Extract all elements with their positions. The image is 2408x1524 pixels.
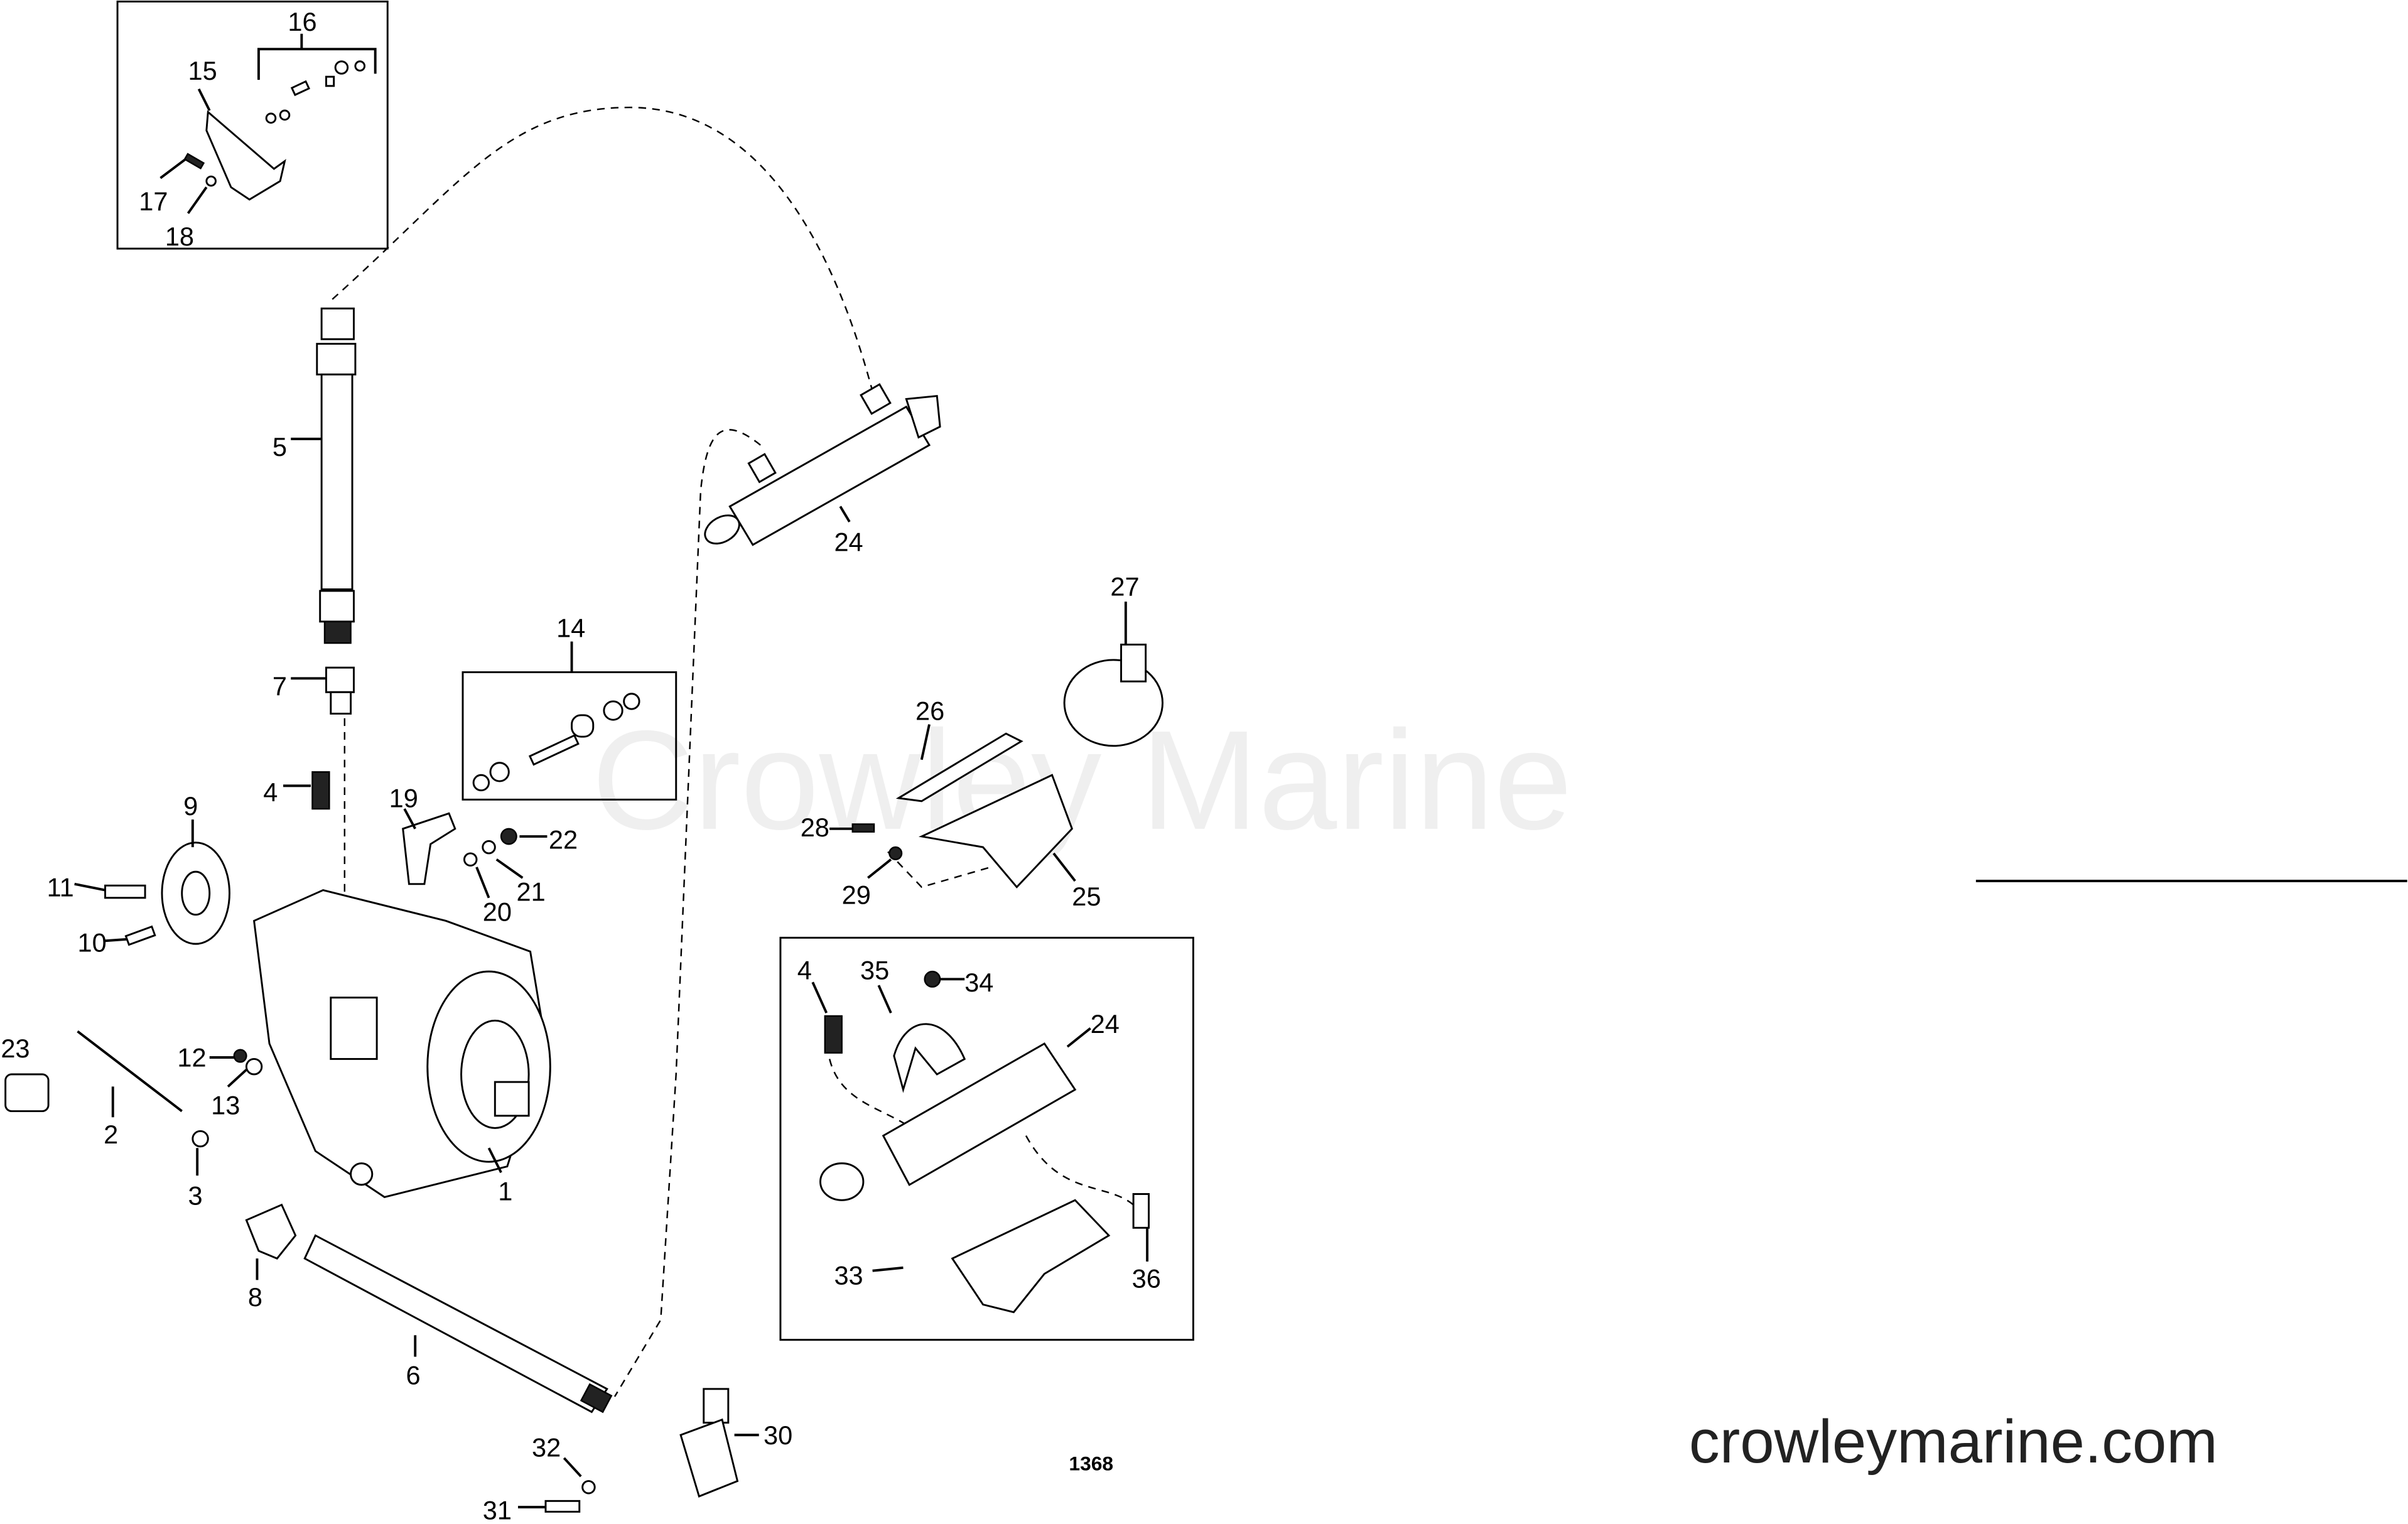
callout-2: 2 — [104, 1120, 118, 1149]
callout-36: 36 — [1132, 1264, 1161, 1294]
washer-3-icon — [192, 1130, 209, 1148]
hose-route-upper — [332, 106, 873, 392]
callout-15: 15 — [188, 56, 217, 85]
callout-9: 9 — [183, 791, 198, 821]
callout-6: 6 — [406, 1361, 421, 1390]
callout-26: 26 — [915, 696, 944, 725]
callout-24: 24 — [834, 527, 863, 556]
transmission-1-icon — [253, 889, 551, 1198]
drawing-number: 1368 — [1069, 1452, 1113, 1474]
kit-14-icon — [472, 693, 640, 792]
cover-26-icon — [895, 732, 1023, 803]
callout-8: 8 — [248, 1282, 262, 1312]
fitting-7-icon — [325, 666, 355, 715]
callout-29: 29 — [842, 880, 871, 910]
hose-route-lower — [613, 429, 761, 1397]
bolt-11-icon — [104, 884, 146, 899]
washer-12-13-icon — [233, 1049, 263, 1076]
detail-box-kit-14 — [462, 671, 678, 801]
cooler-24-icon — [704, 383, 941, 546]
leader-lines — [74, 33, 1149, 1509]
callout-35: 35 — [860, 955, 889, 985]
hose-5-icon — [316, 307, 357, 644]
callout-21: 21 — [517, 877, 546, 907]
callout-12: 12 — [177, 1043, 206, 1073]
bolt-31-32-icon — [544, 1480, 596, 1513]
callout-20: 20 — [483, 897, 512, 926]
bracket-19-icon — [402, 812, 456, 885]
route-clamp — [887, 851, 991, 889]
bracket-25-icon — [918, 774, 1073, 889]
callout-32: 32 — [532, 1432, 561, 1462]
callout-17: 17 — [139, 186, 168, 216]
bolt-2-icon — [77, 1030, 183, 1113]
bracket-15-icon — [183, 60, 366, 201]
elbow-8-icon — [245, 1203, 297, 1260]
route-sensor-36 — [1025, 1135, 1134, 1206]
clamp-27-icon — [1063, 644, 1164, 747]
bolt-10-icon — [124, 925, 156, 946]
detail-box-cooler-assembly — [779, 936, 1194, 1341]
callout-11: 11 — [47, 872, 74, 902]
callout-22: 22 — [549, 825, 578, 855]
callout-18: 18 — [165, 222, 194, 251]
callout-4-detail: 4 — [797, 955, 812, 985]
callout-23: 23 — [1, 1034, 30, 1063]
callout-25: 25 — [1072, 882, 1101, 911]
callout-31: 31 — [483, 1496, 512, 1524]
callout-14: 14 — [556, 613, 585, 642]
clamp-30-icon — [679, 1388, 739, 1498]
callout-19: 19 — [389, 784, 418, 813]
flange-9-icon — [161, 841, 230, 945]
fitting-4-icon — [311, 771, 330, 810]
callout-33: 33 — [834, 1261, 863, 1290]
callout-16: 16 — [288, 7, 316, 36]
callout-13: 13 — [211, 1090, 240, 1120]
callout-3: 3 — [188, 1181, 203, 1211]
callout-4: 4 — [263, 777, 278, 807]
hose-6-icon — [303, 1234, 613, 1413]
callout-28: 28 — [801, 813, 829, 842]
washer-nut-20-22-icon — [463, 828, 517, 867]
callout-24-detail: 24 — [1091, 1009, 1120, 1039]
callout-27: 27 — [1110, 571, 1139, 601]
website-label: crowleymarine.com — [1689, 1407, 2218, 1476]
part-23-icon — [4, 1073, 50, 1113]
callout-5: 5 — [273, 432, 287, 462]
detail-box-bracket — [116, 0, 389, 250]
callout-7: 7 — [273, 671, 287, 701]
callout-30: 30 — [764, 1420, 792, 1450]
callout-34: 34 — [964, 968, 993, 997]
cooler-assembly-detail-icon — [819, 970, 1150, 1314]
callout-1: 1 — [498, 1176, 512, 1206]
callout-10: 10 — [78, 927, 107, 957]
